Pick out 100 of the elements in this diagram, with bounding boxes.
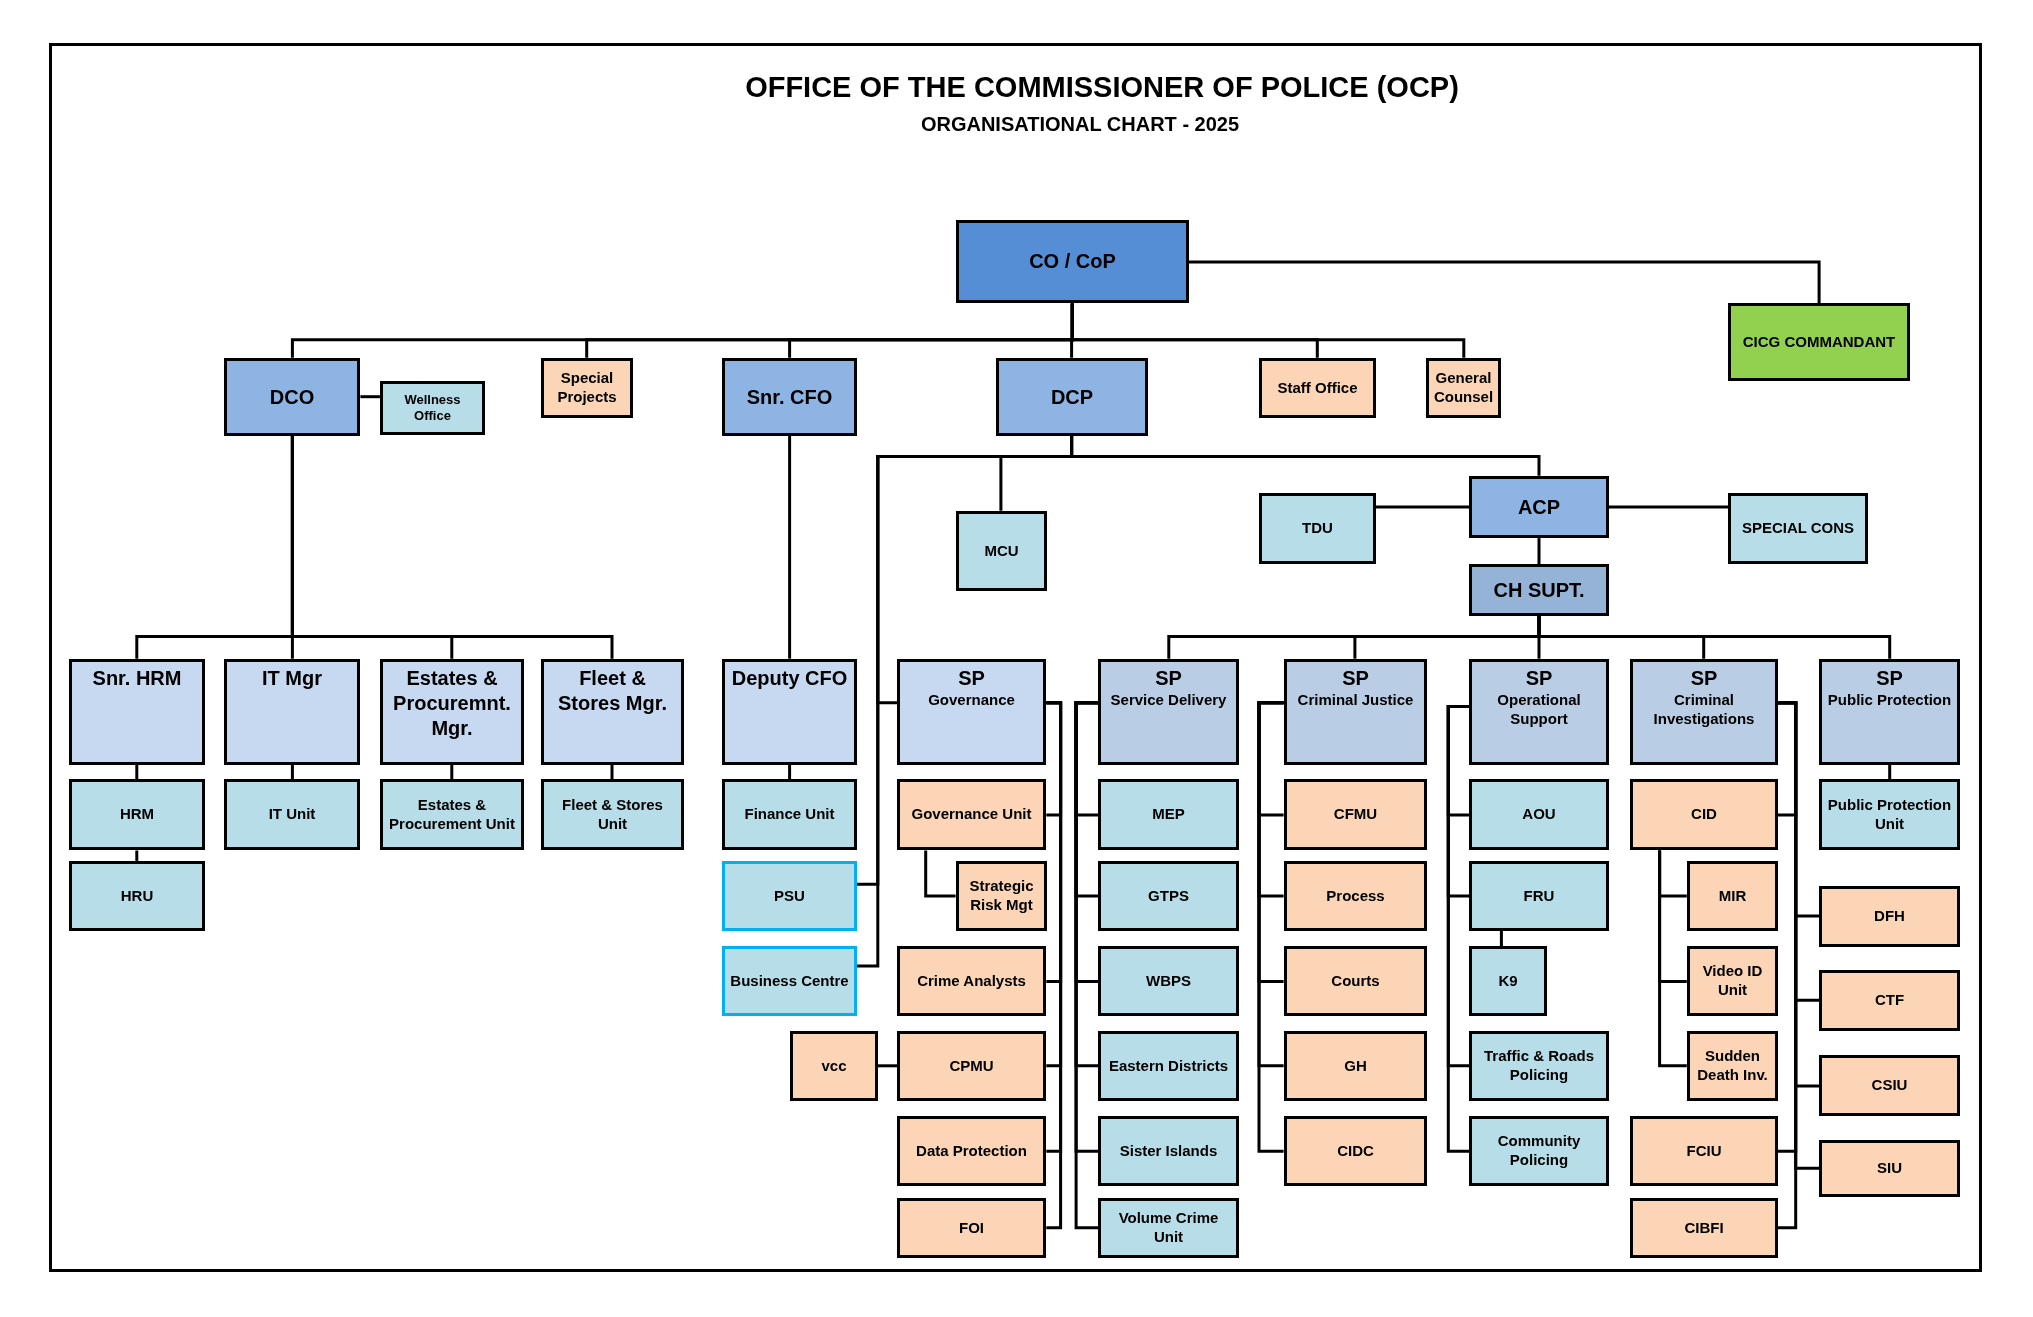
unit-name: Governance Unit [911,805,1032,824]
org-box [1284,1031,1427,1101]
org-box [1687,861,1778,931]
org-box [1819,1055,1960,1116]
org-box [897,946,1046,1016]
unit-name: Service Delivery [1110,691,1227,710]
connector-line [1499,930,1503,947]
org-box [897,1031,1046,1101]
org-box [722,946,857,1016]
org-box [722,779,857,850]
org-box [541,659,684,765]
org-box [69,861,205,931]
org-box [1469,779,1609,850]
connector-line [1888,765,1892,780]
org-box [1630,1198,1778,1258]
rank-heading: SP [1690,666,1718,691]
unit-name: Courts [1331,971,1380,991]
unit-name: HRU [120,886,154,906]
unit-name: SPECIAL CONS [1741,519,1855,538]
rank-heading: SP [1342,666,1369,691]
connector-line [1375,505,1469,509]
connector-line [1446,705,1469,1153]
connector-line [135,765,139,780]
org-box [1426,358,1501,418]
unit-name: Fleet & Stores Unit [561,795,664,834]
unit-name: Special Projects [556,369,618,407]
unit-name: Sudden Death Inv. [1696,1047,1769,1085]
unit-name: Operational Support [1496,691,1582,729]
connector-line [877,1064,898,1068]
unit-name: vcc [821,1056,847,1076]
unit-name: IT Mgr [262,666,322,691]
unit-name: GH [1344,1056,1367,1076]
unit-name: MCU [984,541,1019,561]
unit-name: Fleet & Stores Mgr. [557,666,668,716]
unit-name: CSIU [1871,1076,1908,1095]
unit-name: Business Centre [730,971,849,991]
org-box [1098,1031,1239,1101]
org-box [1259,358,1376,418]
chart-subtitle: ORGANISATIONAL CHART - 2025 [920,113,1240,136]
unit-name: HRM [119,805,155,824]
org-box [1630,779,1778,850]
connector-line [857,435,1074,968]
connector-line [1658,850,1687,1068]
connector-line [1070,303,1466,358]
unit-name: General Counsel [1432,369,1495,407]
org-box [1098,1116,1239,1186]
org-box [897,1116,1046,1186]
org-box [1728,493,1868,564]
unit-name: GTPS [1148,886,1189,906]
org-box [996,358,1148,436]
org-box [1098,861,1239,931]
org-box [1098,1198,1239,1258]
org-box [380,381,485,435]
connector-line [1537,615,1892,659]
unit-name: SIU [1877,1159,1902,1178]
connector-line [610,765,614,780]
org-box [1469,564,1609,616]
unit-name: Snr. HRM [92,666,182,691]
unit-name: Wellness Office [403,391,462,425]
unit-name: Volume Crime Unit [1117,1209,1220,1247]
connector-line [1257,701,1284,1153]
unit-name: Data Protection [916,1141,1027,1161]
unit-name: AOU [1522,805,1556,824]
org-box [541,779,684,850]
unit-name: CICG COMMANDANT [1742,332,1896,352]
org-box [722,659,857,765]
connector-line [1777,701,1820,1170]
org-box [1469,476,1609,538]
org-box [1687,946,1778,1016]
org-box [224,659,360,765]
unit-name: IT Unit [268,805,316,824]
unit-name: CO / CoP [1029,249,1116,274]
unit-name: Traffic & Roads Policing [1483,1047,1595,1085]
rank-heading: SP [1155,666,1182,691]
org-box [1469,1031,1609,1101]
unit-name: Criminal Justice [1297,691,1414,710]
connector-line [290,435,614,659]
org-box [1284,861,1427,931]
connector-line [360,395,380,399]
connector-line [450,765,454,780]
connector-line [1537,538,1541,564]
unit-name: CIDC [1337,1141,1374,1161]
org-box [1819,970,1960,1031]
connector-line [924,850,956,898]
org-box [1259,493,1376,564]
unit-name: Strategic Risk Mgt [968,877,1035,915]
unit-name: Video ID Unit [1701,962,1764,1000]
org-box [1819,1140,1960,1197]
org-box [1819,659,1960,765]
org-box [897,779,1046,850]
connector-line [135,850,139,861]
unit-name: Public Protection [1827,691,1952,710]
org-box [224,779,360,850]
org-box [1098,659,1239,765]
chart-title: OFFICE OF THE COMMISSIONER OF POLICE (OCP) [745,71,1459,104]
unit-name: Estates & Procuremnt. Mgr. [392,666,512,741]
unit-name: CID [1691,805,1717,824]
org-box [1469,861,1609,931]
org-box [1284,946,1427,1016]
connector-line [788,765,792,780]
